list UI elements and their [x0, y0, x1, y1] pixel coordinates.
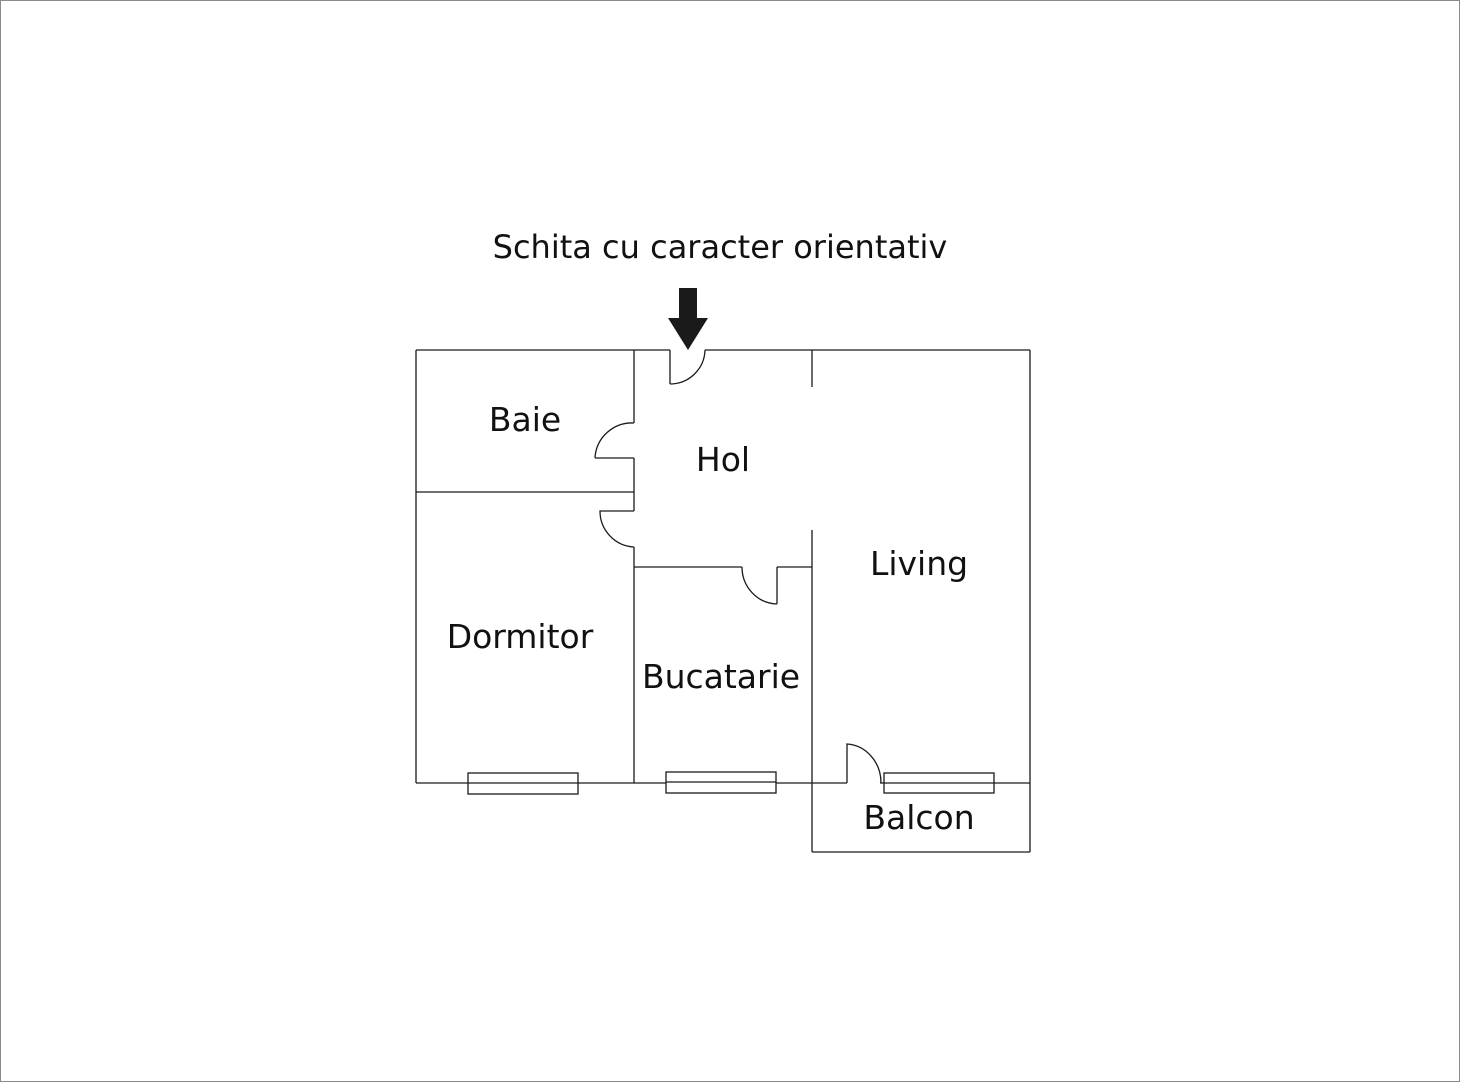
room-label-dormitor: Dormitor	[447, 617, 594, 656]
bedroom-door	[599, 510, 635, 548]
room-label-balcon: Balcon	[863, 798, 974, 837]
entrance-door	[669, 349, 706, 385]
room-label-bucatarie: Bucatarie	[642, 657, 800, 696]
bedroom-window	[467, 772, 579, 795]
room-label-hol: Hol	[696, 440, 750, 479]
plan-title: Schita cu caracter orientativ	[493, 228, 948, 266]
balcony-door	[846, 743, 882, 784]
bathroom-door	[594, 422, 635, 459]
arrow-down-icon	[668, 288, 708, 350]
windows	[467, 771, 995, 795]
doors	[594, 349, 882, 784]
interior-walls	[416, 350, 813, 852]
room-label-living: Living	[870, 544, 968, 583]
living-window	[883, 772, 995, 794]
kitchen-door	[741, 566, 778, 605]
room-label-baie: Baie	[489, 400, 561, 439]
kitchen-window	[665, 771, 777, 794]
